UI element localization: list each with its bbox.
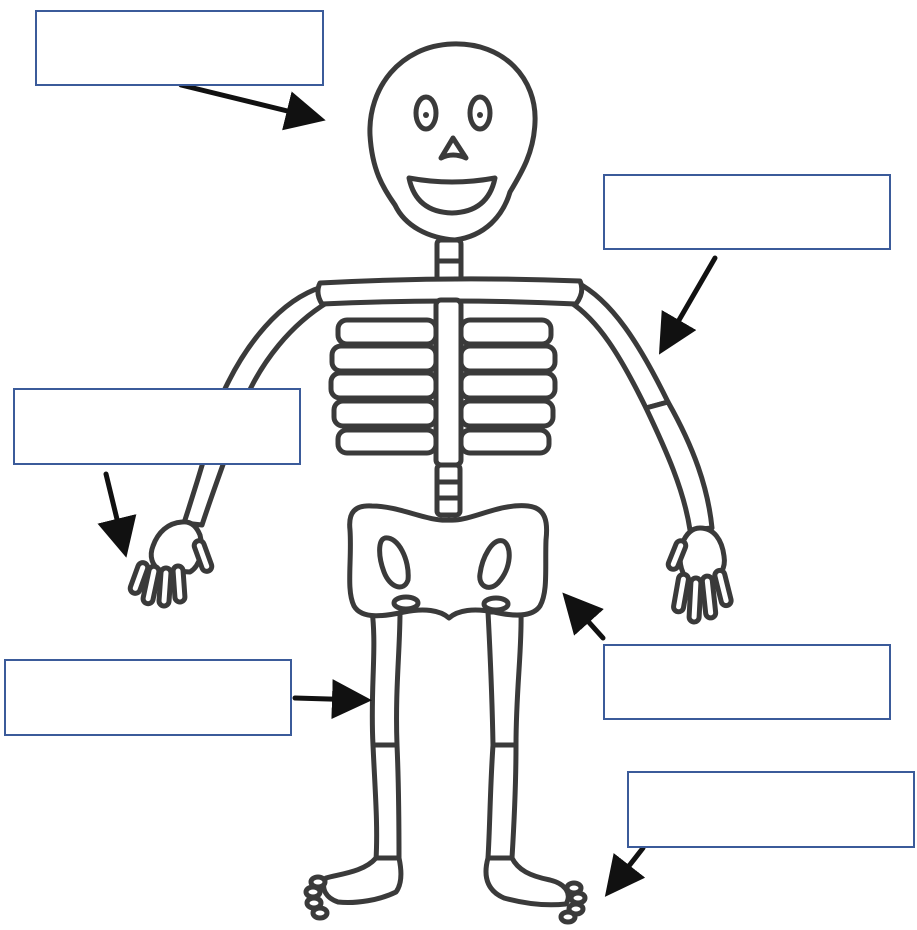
label-box-foot[interactable] — [627, 771, 915, 848]
right-upper-arm — [570, 282, 668, 408]
arrow-to-leg — [295, 698, 362, 700]
arrow-to-arm — [664, 258, 715, 346]
rib — [334, 401, 436, 426]
arrow-to-skull — [181, 85, 316, 118]
rib — [461, 320, 551, 344]
lumbar-spine — [437, 465, 460, 515]
left-upper-arm — [223, 287, 328, 398]
rib — [331, 373, 436, 398]
right-forearm — [646, 402, 712, 530]
label-box-pelvis[interactable] — [603, 644, 891, 720]
arrow-to-pelvis — [569, 600, 603, 638]
right-hand — [667, 528, 732, 622]
label-box-arm[interactable] — [603, 174, 891, 250]
rib — [461, 373, 555, 398]
rib — [461, 346, 555, 371]
left-tibia — [373, 745, 399, 860]
sternum — [436, 300, 461, 465]
left-hand — [129, 522, 213, 606]
left-foot — [306, 858, 401, 918]
label-box-hand[interactable] — [13, 388, 301, 465]
rib — [338, 430, 436, 453]
right-foot — [486, 858, 585, 922]
rib — [332, 346, 436, 371]
right-femur — [488, 612, 521, 745]
label-box-leg[interactable] — [4, 659, 292, 736]
arrow-to-hand — [106, 474, 124, 548]
rib — [338, 320, 436, 344]
arrow-to-foot — [611, 848, 643, 889]
label-box-skull[interactable] — [35, 10, 324, 86]
rib — [461, 430, 549, 453]
left-femur — [372, 610, 400, 745]
right-tibia — [488, 745, 516, 858]
rib — [461, 401, 553, 426]
